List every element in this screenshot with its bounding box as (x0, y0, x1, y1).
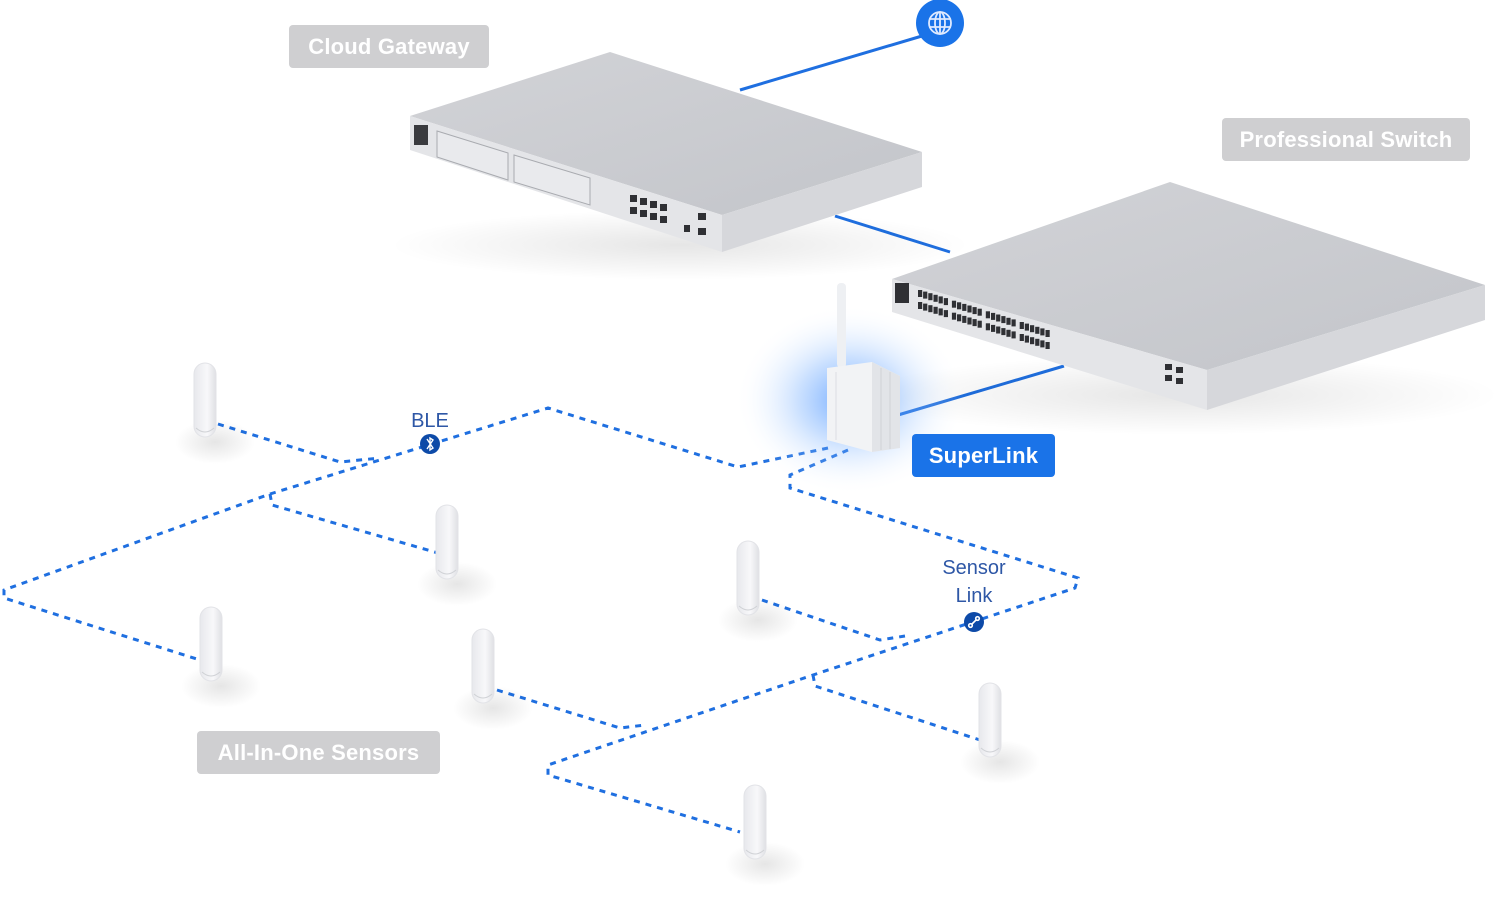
gateway-drive-bay-2 (513, 154, 591, 206)
switch-rj45-port (1001, 316, 1006, 324)
superlink-tag: SuperLink (912, 434, 1055, 477)
link-icon (967, 615, 981, 629)
ble-branch-sensor-2 (268, 493, 439, 555)
switch-rj45-port (1045, 330, 1050, 337)
link-internet-gateway (739, 34, 923, 92)
switch-rj45-port (962, 315, 967, 323)
sensor-link-mesh-links (496, 448, 1080, 834)
professional-switch-device[interactable] (860, 182, 1500, 435)
cloud-gateway-label: Cloud Gateway (308, 33, 470, 59)
switch-rj45-port (1001, 328, 1006, 336)
sensor-link-branch-sensor-5 (496, 688, 646, 730)
sensor-link-branch-sensor-6 (811, 674, 981, 742)
switch-rj45-port (928, 293, 933, 301)
sensor-2[interactable] (417, 504, 497, 606)
switch-rj45-port (996, 326, 1001, 334)
bluetooth-icon (426, 436, 434, 452)
switch-rj45-port (1011, 319, 1016, 327)
ble-trunk (2, 406, 829, 662)
switch-rj45-port (1024, 323, 1029, 331)
switch-rj45-port (977, 320, 982, 328)
switch-rj45-port (991, 324, 996, 332)
switch-rj45-port (943, 310, 948, 318)
switch-rj45-port (923, 303, 928, 311)
switch-rj45-port (1019, 334, 1024, 341)
switch-rj45-port (962, 303, 967, 311)
ble-badge[interactable] (420, 434, 440, 454)
switch-rj45-port (951, 300, 957, 308)
switch-rj45-port (938, 296, 943, 304)
switch-rj45-port (985, 323, 990, 331)
all-in-one-sensors-label: All-In-One Sensors (217, 739, 420, 765)
superlink-antenna (837, 283, 846, 368)
sensor-5[interactable] (453, 628, 533, 730)
switch-rj45-port (1045, 342, 1050, 349)
gateway-power-port (414, 125, 428, 145)
ble-mesh-links (2, 406, 829, 662)
switch-rj45-port (972, 307, 977, 315)
switch-rj45-port (1006, 317, 1011, 325)
switch-rj45-port (967, 317, 972, 325)
switch-rj45-port (923, 291, 928, 299)
switch-rj45-port (1035, 326, 1040, 334)
switch-rj45-port (918, 290, 923, 297)
sensor-link-label-line2: Link (955, 585, 993, 607)
switch-sfp-ports (1165, 364, 1183, 384)
switch-rj45-port (918, 302, 923, 309)
switch-rj45-port (1019, 322, 1024, 329)
sensor-4[interactable] (181, 606, 261, 708)
sensor-3[interactable] (718, 540, 798, 642)
switch-rj45-port (1035, 338, 1040, 346)
switch-rj45-port (1006, 329, 1011, 337)
sensor-group (175, 362, 1040, 886)
switch-rj45-port (928, 305, 933, 313)
sensor-link-branch-sensor-4 (761, 598, 906, 642)
switch-rj45-port (1024, 335, 1029, 343)
superlink-label: SuperLink (928, 442, 1039, 468)
switch-rj45-port (985, 311, 990, 319)
globe-icon (928, 11, 952, 35)
ble-label: BLE (411, 410, 449, 432)
switch-console-port (895, 283, 909, 303)
switch-rj45-port (957, 302, 962, 310)
switch-rj45-port (1030, 337, 1035, 345)
switch-rj45-port (1030, 325, 1035, 333)
sensor-link-trunk (546, 448, 1080, 834)
sensor-6[interactable] (960, 682, 1040, 784)
professional-switch-tag: Professional Switch (1222, 118, 1470, 161)
sensor-1[interactable] (175, 362, 255, 464)
gateway-rj45-ports (630, 195, 706, 235)
sensor-link-label: Sensor Link (929, 554, 1019, 610)
switch-rj45-port (938, 308, 943, 316)
switch-rj45-port (991, 312, 996, 320)
switch-rj45-port (972, 319, 977, 327)
switch-rj45-port (957, 314, 962, 322)
switch-rj45-port (1011, 331, 1016, 339)
switch-rj45-port (967, 305, 972, 313)
switch-rj45-port (1040, 340, 1045, 348)
switch-rj45-port (1040, 328, 1045, 336)
switch-rj45-ports (918, 290, 1050, 349)
switch-rj45-port (943, 298, 948, 306)
switch-rj45-port (933, 294, 938, 302)
internet-node[interactable] (916, 0, 964, 47)
switch-rj45-port (996, 314, 1001, 322)
sensor-link-label-line1: Sensor (942, 557, 1006, 579)
switch-rj45-port (977, 308, 982, 316)
cloud-gateway-device[interactable] (390, 52, 970, 280)
superlink-device[interactable] (735, 283, 965, 495)
professional-switch-label: Professional Switch (1239, 126, 1453, 152)
switch-rj45-port (933, 306, 938, 314)
gateway-drive-bay-1 (436, 130, 509, 181)
sensor-7[interactable] (725, 784, 805, 886)
sensor-link-badge[interactable] (964, 612, 984, 632)
switch-rj45-port (951, 312, 957, 320)
all-in-one-sensors-tag: All-In-One Sensors (197, 731, 440, 774)
cloud-gateway-tag: Cloud Gateway (289, 25, 489, 68)
